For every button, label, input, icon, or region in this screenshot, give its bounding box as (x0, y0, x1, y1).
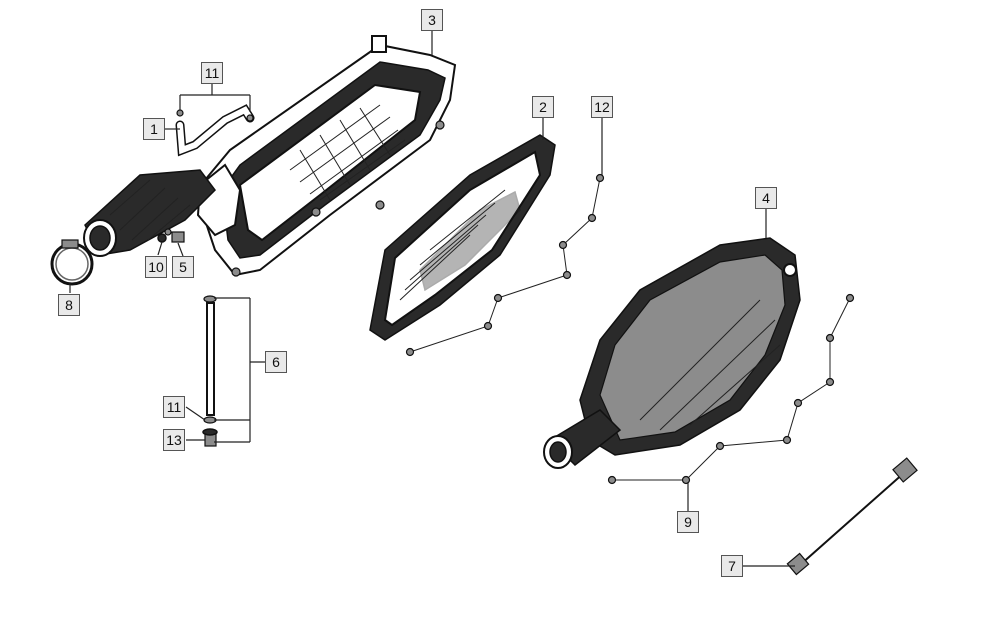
callout-13: 13 (163, 429, 185, 451)
callout-4: 4 (755, 187, 777, 209)
leader-lines (69, 30, 795, 567)
callout-12: 12 (591, 96, 613, 118)
callout-9: 9 (677, 511, 699, 533)
drain-tube (202, 295, 218, 447)
small-fittings (157, 228, 185, 243)
air-filter-element (369, 134, 556, 341)
callout-2: 2 (532, 96, 554, 118)
callout-10: 10 (145, 256, 167, 278)
hose-clamp (50, 239, 94, 286)
callout-1: 1 (143, 118, 165, 140)
callout-3: 3 (421, 9, 443, 31)
callout-7: 7 (721, 555, 743, 577)
callout-11-top: 11 (201, 62, 223, 84)
airbox-cover (543, 237, 801, 469)
filter-screws (405, 173, 605, 357)
callout-6: 6 (265, 351, 287, 373)
callout-11-bottom: 11 (163, 396, 185, 418)
airbox-housing (196, 35, 457, 277)
long-bolt (786, 457, 918, 576)
cover-screws (607, 293, 855, 485)
callout-8: 8 (58, 294, 80, 316)
intake-duct (83, 169, 216, 257)
breather-hose (175, 104, 255, 157)
callout-5: 5 (172, 256, 194, 278)
